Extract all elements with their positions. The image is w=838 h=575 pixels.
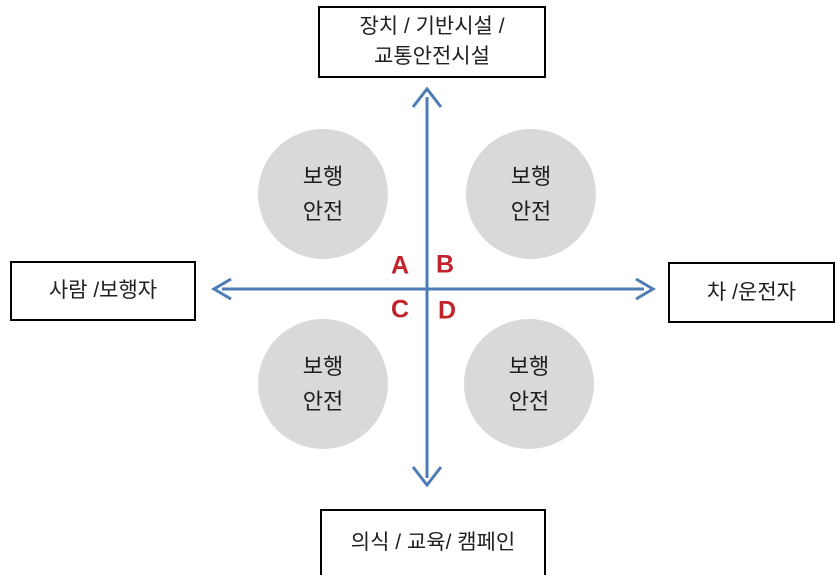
arrowhead-left-icon — [211, 277, 232, 301]
circle-top-left-line2: 안전 — [302, 199, 344, 224]
axis-label-left-box: 사람 /보행자 — [10, 261, 196, 321]
circle-bottom-left-line2: 안전 — [302, 389, 344, 414]
circle-bottom-right: 보행 안전 — [464, 319, 594, 449]
arrowhead-right-icon — [635, 277, 656, 301]
quadrant-letter-b: B — [435, 250, 455, 279]
axis-label-top-box: 장치 / 기반시설 / 교통안전시설 — [318, 6, 546, 78]
circle-top-right-line1: 보행 — [510, 164, 552, 189]
circle-bottom-right-line1: 보행 — [508, 354, 550, 379]
axis-label-left: 사람 /보행자 — [48, 279, 158, 302]
axis-label-bottom: 의식 / 교육/ 캠페인 — [350, 531, 516, 554]
circle-top-right-line2: 안전 — [510, 199, 552, 224]
axis-label-top-line2: 교통안전시설 — [374, 45, 490, 68]
quadrant-letter-a: A — [390, 251, 410, 280]
circle-bottom-right-line2: 안전 — [508, 389, 550, 414]
quadrant-letter-d: D — [437, 296, 457, 325]
arrowhead-up-icon — [411, 86, 443, 108]
axis-label-right: 차 /운전자 — [707, 280, 796, 304]
circle-bottom-left: 보행 안전 — [258, 319, 388, 449]
quadrant-letter-c: C — [390, 295, 410, 324]
axis-label-top-line1: 장치 / 기반시설 / — [359, 15, 505, 38]
circle-top-left: 보행 안전 — [258, 129, 388, 259]
circle-top-right: 보행 안전 — [466, 129, 596, 259]
axis-label-right-box: 차 /운전자 — [668, 262, 835, 323]
circle-bottom-left-line1: 보행 — [302, 354, 344, 379]
arrowhead-down-icon — [411, 466, 443, 488]
axis-label-bottom-box: 의식 / 교육/ 캠페인 — [320, 509, 546, 575]
circle-top-left-line1: 보행 — [302, 164, 344, 189]
